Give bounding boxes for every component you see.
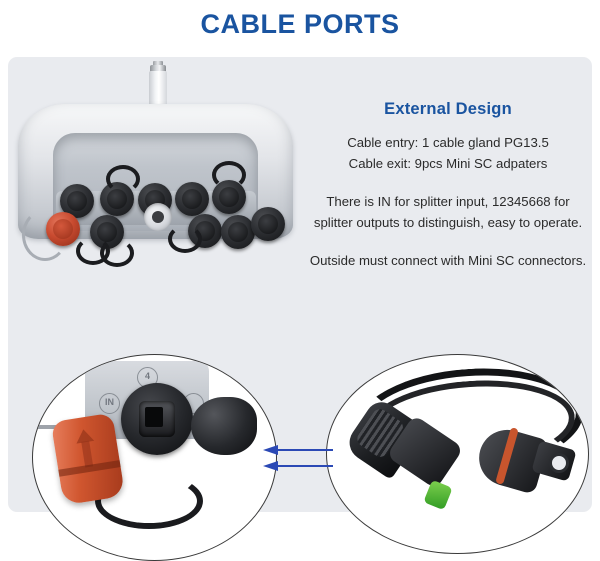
port-cap-4 (175, 182, 209, 216)
content-panel: External Design Cable entry: 1 cable gla… (8, 57, 592, 561)
arrow-head-icon-1 (263, 445, 278, 455)
grounding-wire (22, 209, 68, 261)
arrow-line-2 (277, 465, 333, 467)
detail-port-keyway (145, 407, 163, 427)
arrow-line-1 (277, 449, 333, 451)
detail-cap-tether (95, 473, 203, 529)
arrow-head-icon-2 (263, 461, 278, 471)
spec-cable-exit: Cable exit: 9pcs Mini SC adpaters (348, 156, 548, 171)
detail-callout-port: 4 IN (32, 354, 277, 561)
page-title: CABLE PORTS (200, 9, 400, 39)
description-paragraph-1: There is IN for splitter input, 12345668… (313, 194, 583, 230)
cap-tether-1 (106, 165, 140, 193)
drain-vent-port (144, 203, 172, 231)
detail-red-cap (50, 412, 126, 506)
connection-arrow-1 (263, 445, 333, 455)
port-cap-9 (251, 207, 285, 241)
connection-arrows (263, 445, 333, 473)
emboss-label-in: IN (99, 393, 120, 414)
port-cap-8 (221, 215, 255, 249)
connection-arrow-2 (263, 461, 333, 471)
adapter-mounting-hole (549, 453, 569, 473)
cable-gland-tip-icon (153, 61, 163, 67)
cable-gland-nut-icon (150, 65, 166, 76)
cap-tether-2 (212, 161, 246, 189)
description-paragraph-2: Outside must connect with Mini SC connec… (309, 253, 587, 268)
cap-tether-5 (168, 225, 202, 253)
product-photo (8, 57, 304, 302)
detail-callout-connector (326, 354, 589, 554)
detail-black-cap (191, 397, 257, 455)
spec-cable-entry: Cable entry: 1 cable gland PG13.5 (347, 135, 549, 150)
section-heading: External Design (384, 100, 512, 118)
cap-tether-4 (100, 239, 134, 267)
info-column: External Design Cable entry: 1 cable gla… (304, 100, 592, 271)
